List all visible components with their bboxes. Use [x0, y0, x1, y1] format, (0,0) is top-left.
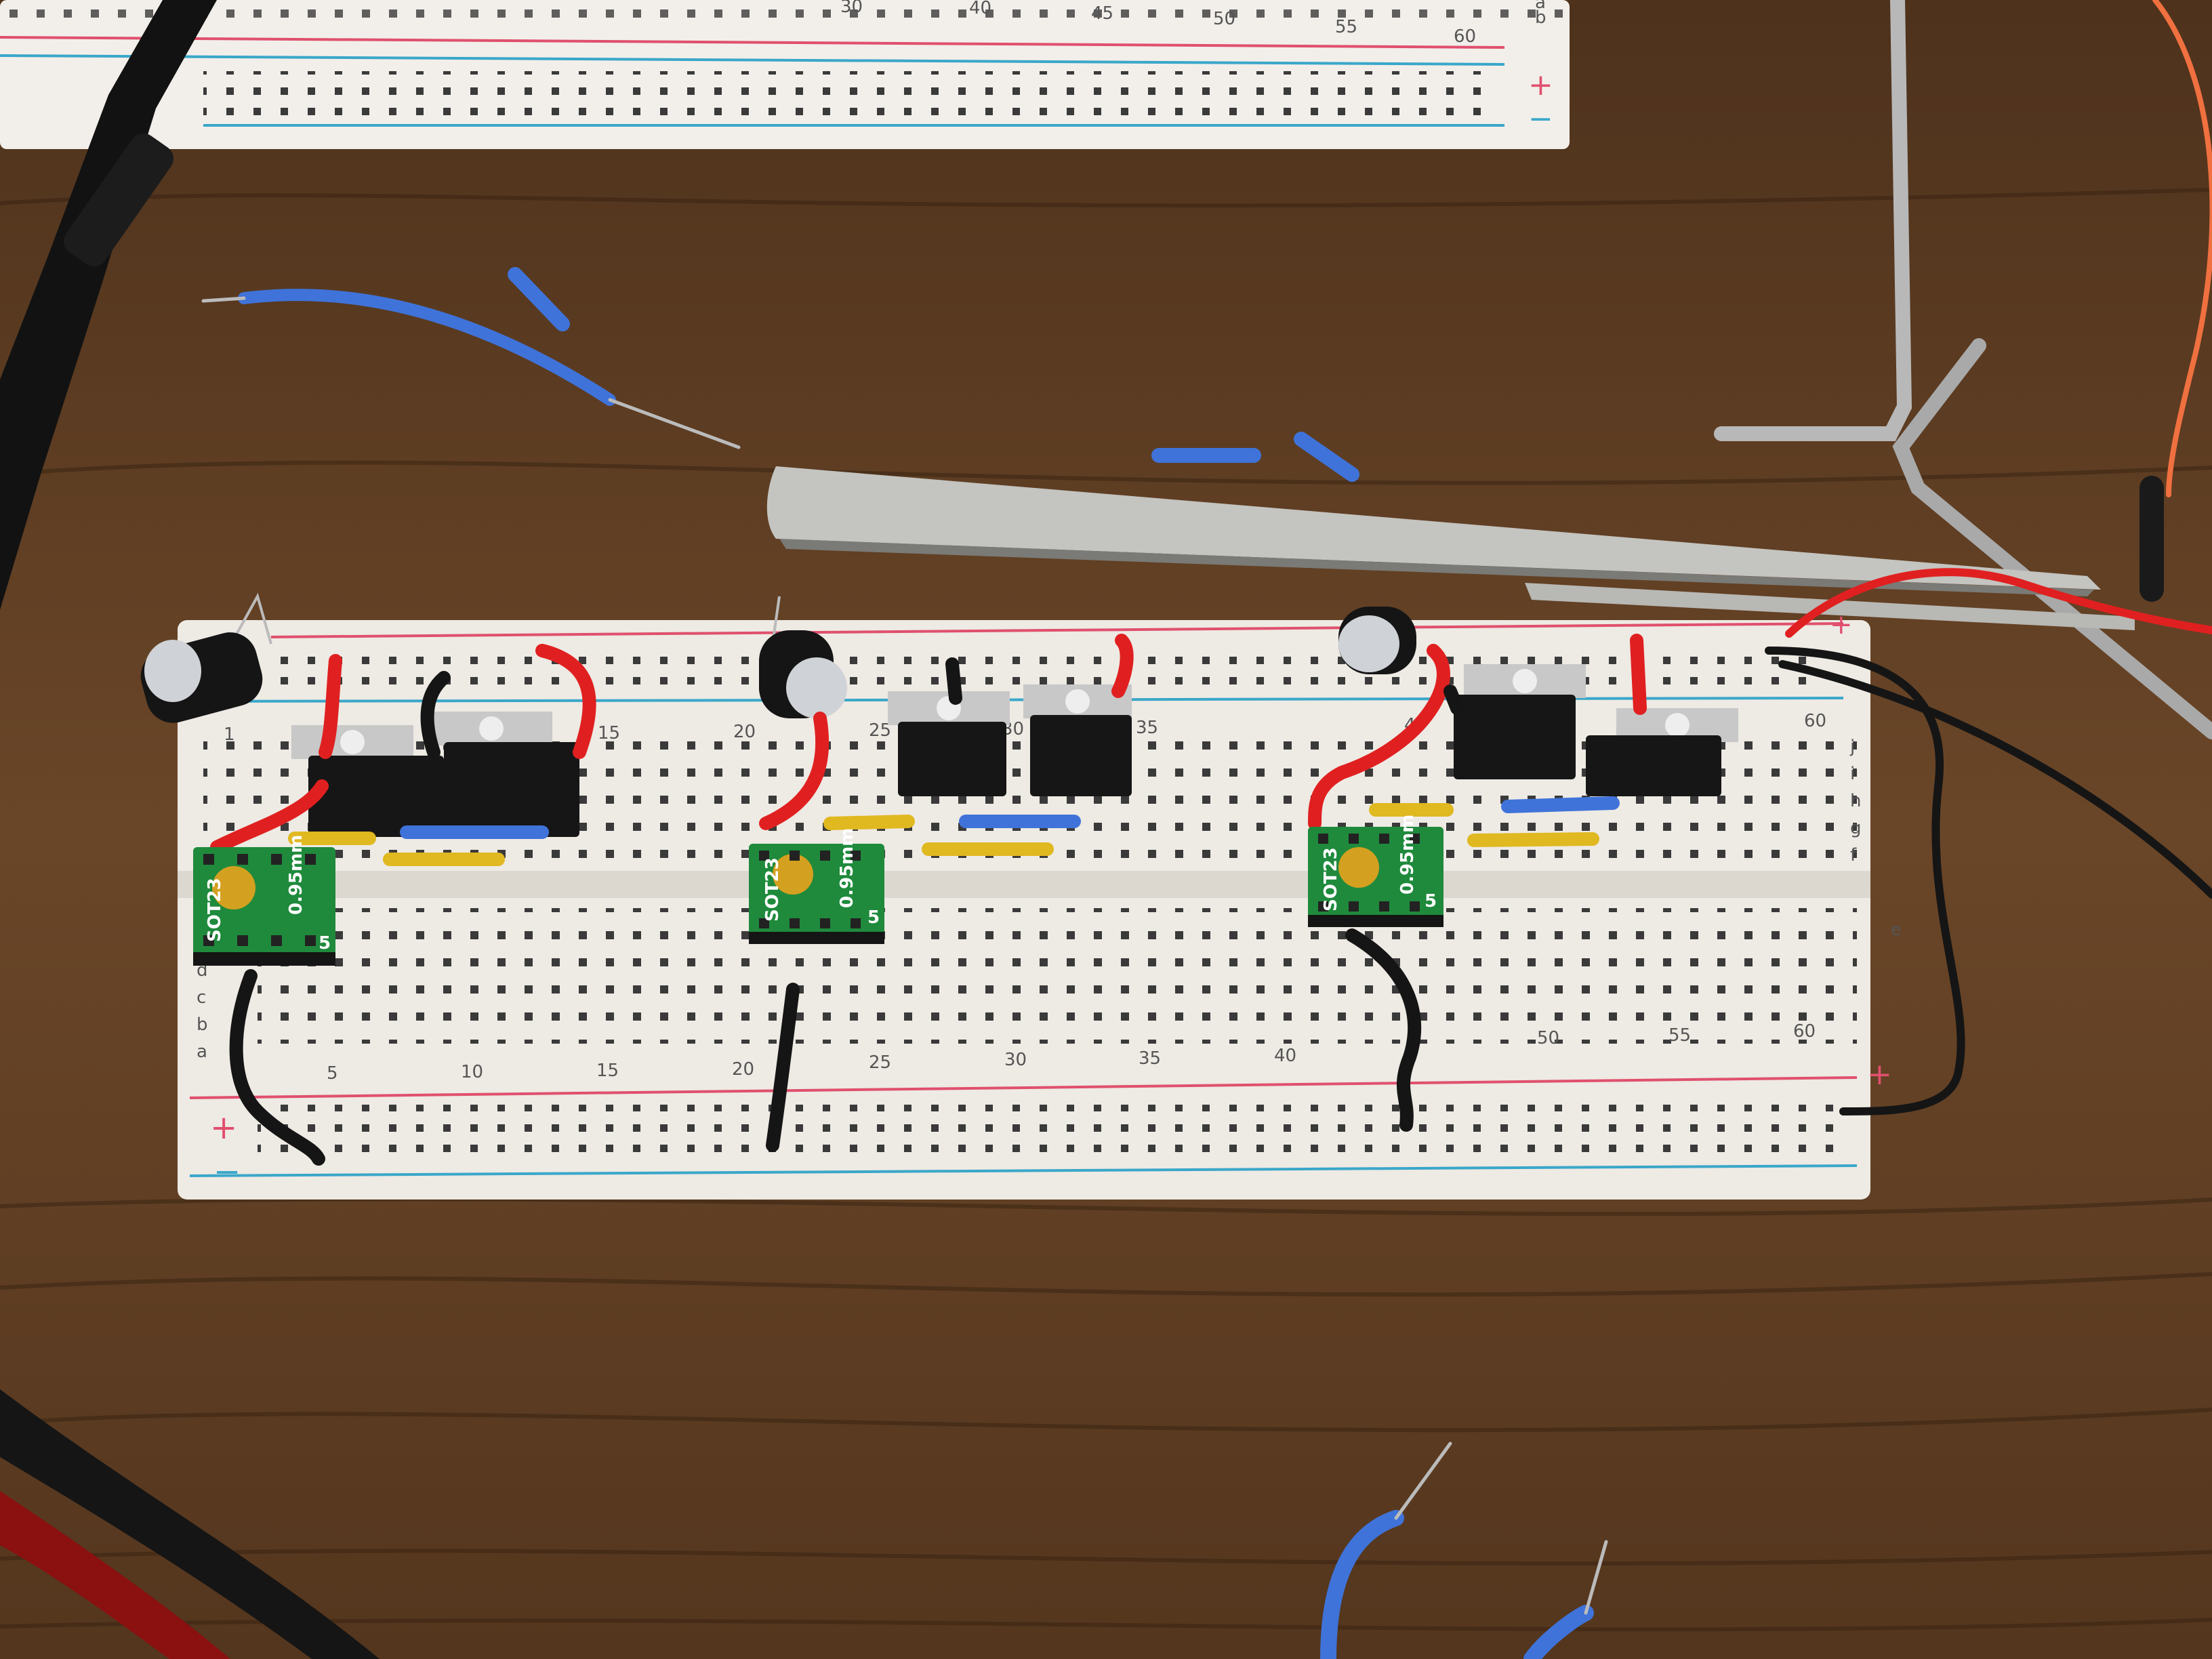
- main-bb-letter-i: i: [1850, 764, 1855, 784]
- main-bb-bot-num-30: 30: [1004, 1050, 1027, 1070]
- top-bb-num-60: 60: [1454, 26, 1476, 47]
- top-breadboard: 30 40 45 50 55 60 b a + −: [0, 0, 1570, 149]
- multimeter-probe: [0, 0, 380, 1659]
- main-bb-bot-num-35: 35: [1139, 1048, 1161, 1069]
- electrolytic-capacitors: [140, 592, 1416, 723]
- adapter-2-pitch: 0.95mm: [837, 828, 857, 908]
- top-bb-letter-b: b: [1535, 7, 1547, 28]
- top-bb-num-45: 45: [1091, 3, 1113, 24]
- adapter-board-3: SOT23 0.95mm 5: [1308, 815, 1443, 927]
- main-bb-bottom-right-plus: +: [1867, 1057, 1892, 1092]
- top-bb-num-50: 50: [1213, 9, 1235, 29]
- main-bb-bot-num-60: 60: [1793, 1021, 1816, 1042]
- main-bb-top-num-15: 15: [598, 723, 620, 743]
- main-bb-bot-num-55: 55: [1668, 1025, 1691, 1046]
- capacitor-2: [759, 596, 847, 718]
- adapter-2-label: SOT23: [762, 857, 783, 922]
- board-wires: [210, 568, 2212, 1166]
- adapter-board-2: SOT23 0.95mm 5: [749, 828, 884, 944]
- main-bb-letter-e: e: [1891, 920, 1902, 940]
- regulator-3: [888, 691, 1010, 796]
- main-bb-top-plus: +: [1830, 609, 1853, 640]
- top-bb-num-40: 40: [969, 0, 991, 18]
- main-bb-bottom-minus: −: [213, 1153, 241, 1191]
- main-bb-letter-f: f: [1850, 845, 1857, 865]
- main-bb-bot-num-40: 40: [1274, 1046, 1296, 1066]
- voltage-regulators: [291, 664, 1738, 837]
- regulator-5: [1454, 664, 1586, 779]
- main-bb-top-num-1: 1: [224, 724, 235, 745]
- top-bb-letter-a: a: [1535, 0, 1546, 13]
- main-bb-bottom-plus: +: [210, 1109, 237, 1147]
- main-bb-top-num-20: 20: [733, 722, 756, 742]
- top-bb-num-55: 55: [1335, 17, 1357, 37]
- loose-wires: [201, 0, 2212, 1659]
- main-bb-letter-j: j: [1849, 737, 1855, 757]
- wood-grain: [0, 188, 2212, 1632]
- main-bb-letter-g: g: [1850, 818, 1862, 838]
- adapter-2-pin-5: 5: [867, 907, 880, 928]
- adapter-1-pitch: 0.95mm: [286, 835, 306, 915]
- main-bb-letter-a: a: [197, 1042, 207, 1062]
- top-bb-minus: −: [1528, 102, 1553, 136]
- top-bb-plus: +: [1528, 68, 1553, 102]
- adapter-3-label: SOT23: [1321, 847, 1341, 912]
- main-bb-bot-num-20: 20: [732, 1059, 754, 1080]
- main-bb-letter-h: h: [1850, 791, 1861, 811]
- main-bb-top-num-25: 25: [869, 720, 891, 741]
- main-bb-letter-c: c: [197, 987, 206, 1008]
- main-bb-bot-num-15: 15: [596, 1061, 619, 1081]
- regulator-2: [430, 712, 579, 837]
- adapter-1-label: SOT23: [205, 878, 225, 942]
- main-bb-bot-num-25: 25: [869, 1052, 891, 1073]
- main-bb-bot-num-50: 50: [1537, 1028, 1559, 1048]
- main-bb-bot-num-10: 10: [461, 1062, 483, 1082]
- main-bb-bot-num-5: 5: [327, 1063, 338, 1084]
- regulator-1: [291, 725, 444, 837]
- adapter-1-pin-5: 5: [319, 933, 331, 954]
- capacitor-3: [1338, 607, 1416, 674]
- regulator-4: [1023, 684, 1132, 796]
- adapter-board-1: SOT23 0.95mm 5: [193, 835, 335, 966]
- top-bb-num-30: 30: [840, 0, 863, 17]
- adapter-3-pin-5: 5: [1425, 891, 1437, 912]
- adapter-3-pitch: 0.95mm: [1397, 815, 1418, 895]
- capacitor-1: [140, 592, 272, 723]
- main-bb-top-num-35: 35: [1136, 718, 1158, 738]
- main-bb-top-num-60: 60: [1804, 711, 1826, 731]
- hex-keys: [1714, 0, 2212, 739]
- main-bb-letter-b: b: [197, 1015, 208, 1035]
